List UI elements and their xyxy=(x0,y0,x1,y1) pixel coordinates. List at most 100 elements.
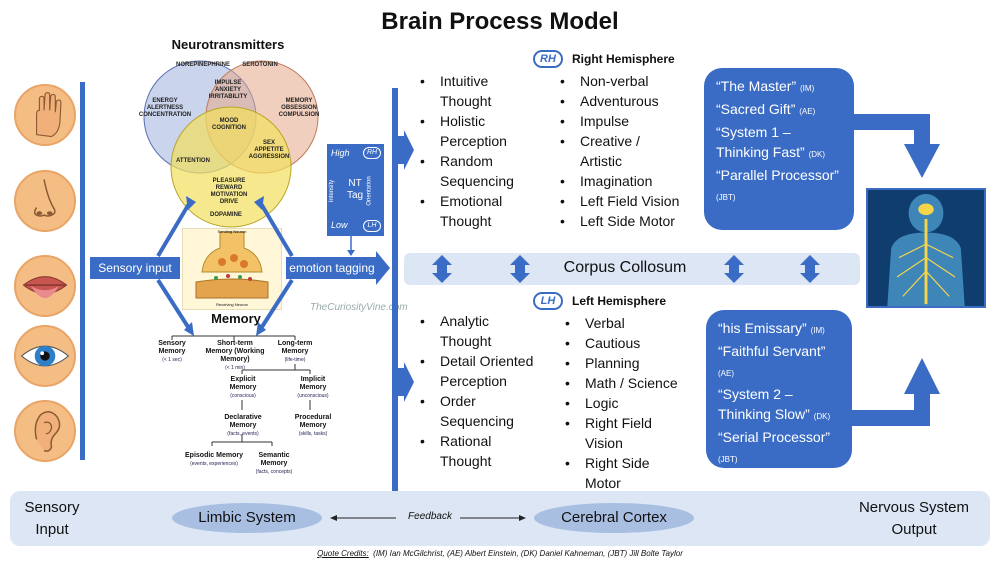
rh-label: Right Hemisphere xyxy=(572,52,675,66)
rh-quote-box: “The Master” (IM) “Sacred Gift” (AE) “Sy… xyxy=(704,68,854,230)
rh-badge: RH xyxy=(533,50,563,68)
lh-quote-box: “his Emissary” (IM) “Faithful Servant” (… xyxy=(706,310,852,468)
nt-tag-down-arrow-icon xyxy=(347,236,355,256)
rh-quote: “Sacred Gift” (AE) xyxy=(716,101,816,117)
hand-icon xyxy=(14,84,76,146)
nose-icon xyxy=(14,170,76,232)
venn-region-nore-dopa: ATTENTION xyxy=(176,158,210,164)
memory-connectors xyxy=(156,196,294,336)
list-item: Random Sequencing xyxy=(416,151,546,191)
lh-label: Left Hemisphere xyxy=(572,294,667,308)
lh-thought-list: Analytic Thought Detail Oriented Percept… xyxy=(416,311,566,471)
list-item: Holistic Perception xyxy=(416,111,536,151)
list-item: Math / Science xyxy=(561,373,706,393)
nt-tag-rh: RH xyxy=(363,147,381,159)
ear-icon xyxy=(14,400,76,462)
lh-badge: LH xyxy=(533,292,563,310)
list-item: Right Side Motor xyxy=(561,453,673,493)
lh-quote: “System 2 – Thinking Slow” (DK) xyxy=(718,386,831,422)
rh-quote: “The Master” (IM) xyxy=(716,78,815,94)
rh-arrow-icon xyxy=(396,130,414,170)
list-item: Left Field Vision xyxy=(556,191,706,211)
output-arrows xyxy=(852,114,940,426)
cerebral-cortex-ellipse: Cerebral Cortex xyxy=(534,503,694,533)
list-item: Analytic Thought xyxy=(416,311,536,351)
memory-short-term: Short-term Memory (Working Memory)(< 1 m… xyxy=(205,340,265,371)
lh-traits-list: Verbal Cautious Planning Math / Science … xyxy=(561,313,706,493)
nt-tag-intensity: Intensity xyxy=(329,179,336,203)
memory-tree-lines xyxy=(171,335,311,446)
venn-label-norepinephrine: NOREPINEPHRINE xyxy=(175,62,230,68)
corpus-arrows xyxy=(432,255,820,283)
lh-quote: “his Emissary” (IM) xyxy=(718,320,825,336)
list-item: Right Field Vision xyxy=(561,413,673,453)
quote-credits: Quote Credits: (IM) Ian McGilchrist, (AE… xyxy=(317,549,683,558)
list-item: Non-verbal xyxy=(556,71,706,91)
corpus-collosum-label: Corpus Collosum xyxy=(563,259,687,276)
feedback-label: Feedback xyxy=(408,511,452,522)
venn-label-serotonin: SEROTONIN xyxy=(242,62,278,68)
nervous-system-image xyxy=(866,188,986,308)
nervous-system-output: Nervous System Output xyxy=(858,499,970,538)
list-item: Adventurous xyxy=(556,91,706,111)
list-item: Planning xyxy=(561,353,706,373)
list-item: Emotional Thought xyxy=(416,191,536,231)
venn-label-dopamine: DOPAMINE xyxy=(210,212,242,218)
emotion-tagging-label: emotion tagging xyxy=(286,257,378,279)
nt-tag-low: Low xyxy=(331,220,348,230)
eye-icon xyxy=(14,325,76,387)
nt-tag-lh: LH xyxy=(363,220,381,232)
neurotransmitters-title: Neurotransmitters xyxy=(171,37,285,52)
synapse-illustration xyxy=(182,228,282,310)
mouth-icon xyxy=(14,255,76,317)
memory-procedural: Procedural Memory(skills, tasks) xyxy=(294,414,332,437)
rh-quote: “Parallel Processor” (JBT) xyxy=(716,167,839,202)
limbic-system-ellipse: Limbic System xyxy=(172,503,322,533)
memory-explicit: Explicit Memory(conscious) xyxy=(229,376,257,399)
memory-long-term: Long-term Memory(life-time) xyxy=(277,340,313,363)
list-item: Detail Oriented Perception xyxy=(416,351,556,391)
list-item: Cautious xyxy=(561,333,706,353)
emotion-tagging-arrow-icon xyxy=(376,251,390,285)
list-item: Left Side Motor xyxy=(556,211,706,231)
rh-quote: “System 1 – Thinking Fast” (DK) xyxy=(716,124,826,160)
memory-implicit: Implicit Memory(unconscious) xyxy=(297,376,329,399)
list-item: Creative / Artistic xyxy=(556,131,666,171)
list-item: Logic xyxy=(561,393,706,413)
sensory-input-label: Sensory input xyxy=(90,257,180,279)
list-item: Order Sequencing xyxy=(416,391,546,431)
list-item: Imagination xyxy=(556,171,706,191)
list-item: Impulse xyxy=(556,111,706,131)
lh-quote: “Serial Processor” (JBT) xyxy=(718,429,831,464)
watermark: TheCuriosityVine.com xyxy=(310,302,408,313)
central-divider-bar xyxy=(392,88,398,498)
list-item: Verbal xyxy=(561,313,706,333)
nt-tag-high: High xyxy=(331,148,350,158)
lh-quote: “Faithful Servant” (AE) xyxy=(718,343,826,378)
sensory-bar xyxy=(80,82,85,460)
memory-declarative: Declarative Memory(facts, events) xyxy=(224,414,262,437)
page-title: Brain Process Model xyxy=(381,8,619,35)
memory-title: Memory xyxy=(211,311,261,326)
neurotransmitter-venn xyxy=(143,60,319,228)
synapse-label-top: Sending Neuron xyxy=(217,229,247,234)
memory-semantic: Semantic Memory(facts, concepts) xyxy=(255,452,293,475)
memory-sensory: Sensory Memory(< 1 sec) xyxy=(158,340,186,363)
list-item: Intuitive Thought xyxy=(416,71,536,111)
rh-traits-list: Non-verbal Adventurous Impulse Creative … xyxy=(556,71,706,231)
rh-thought-list: Intuitive Thought Holistic Perception Ra… xyxy=(416,71,556,231)
list-item: Rational Thought xyxy=(416,431,536,471)
memory-episodic: Episodic Memory(events, experiences) xyxy=(185,452,243,467)
feedback-arrow-icon xyxy=(330,515,526,521)
corpus-collosum-band xyxy=(404,253,860,285)
lh-arrow-icon xyxy=(396,362,414,402)
sensory-input-bottom: Sensory Input xyxy=(24,499,80,538)
nt-tag-orientation: Orientation xyxy=(366,176,373,206)
